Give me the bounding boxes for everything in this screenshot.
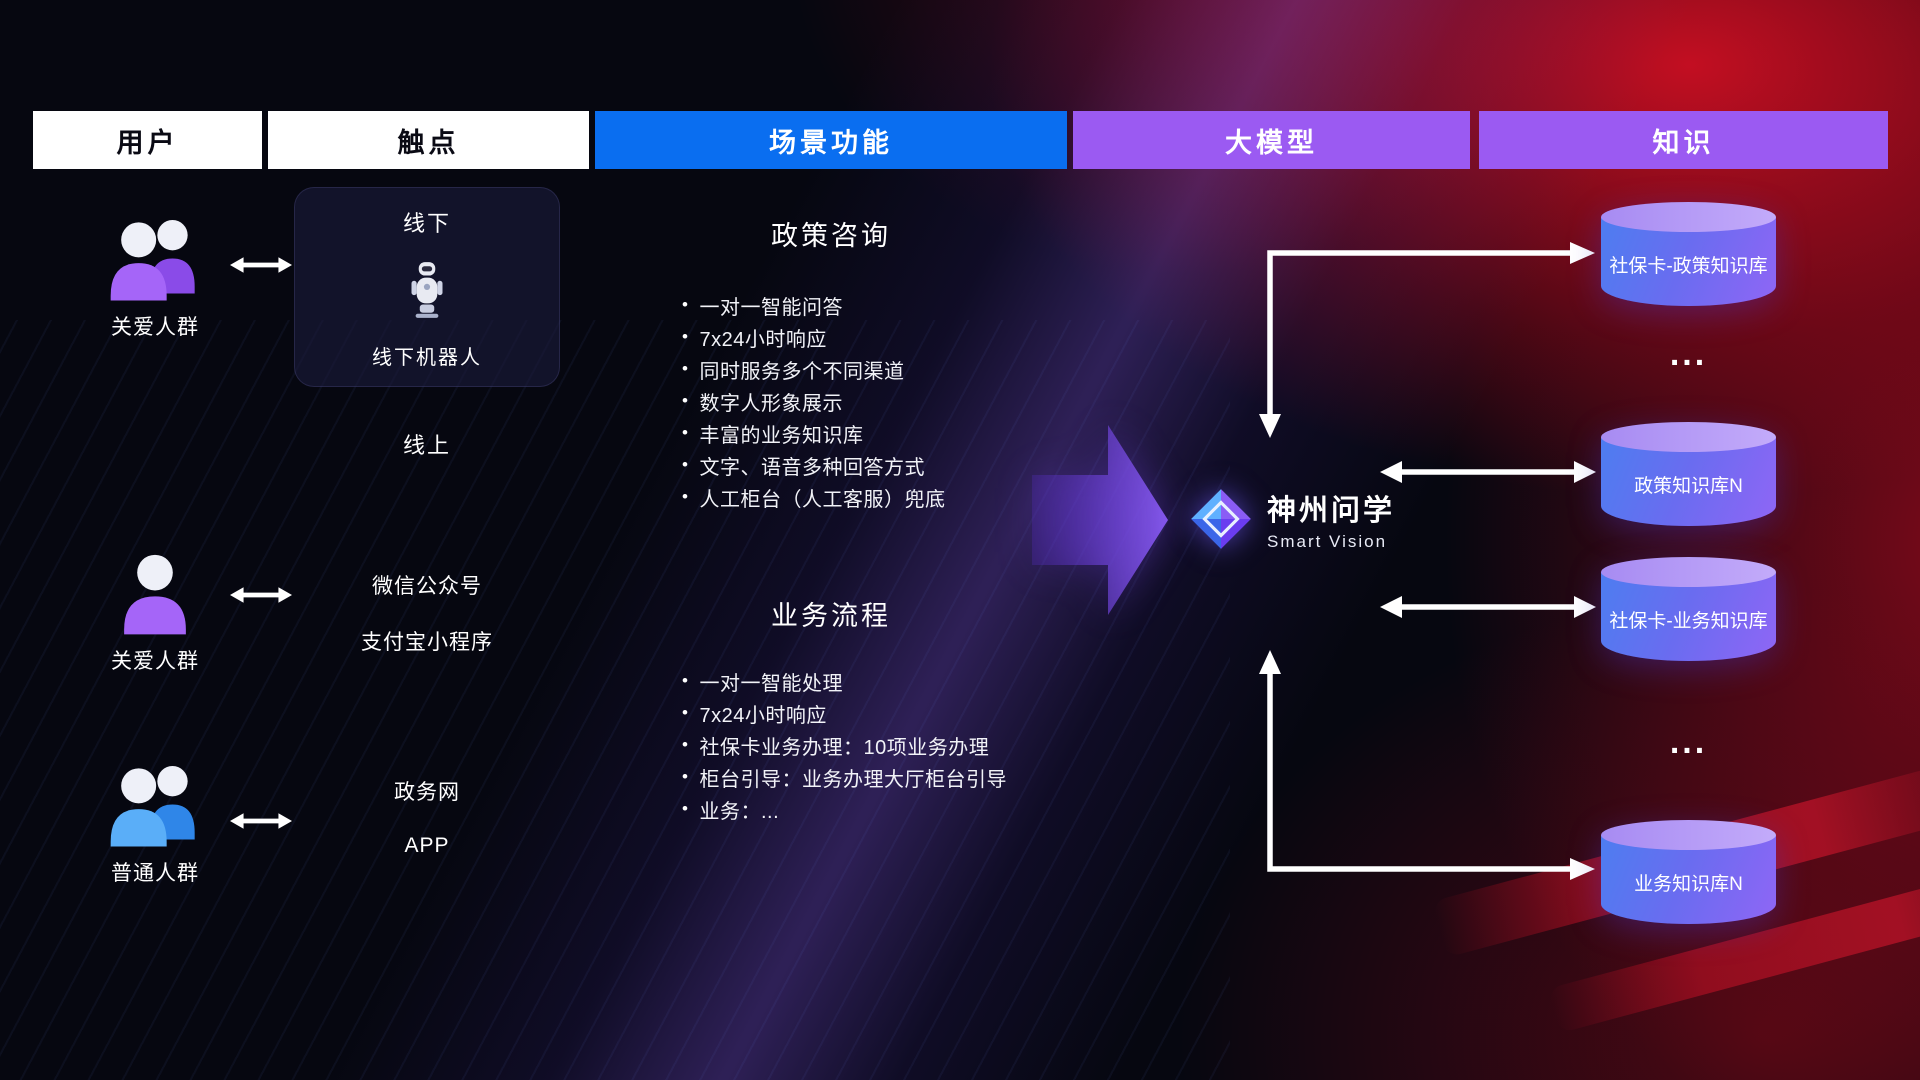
knowledge-db-business-sscard: 社保卡-业务知识库 bbox=[1601, 557, 1776, 661]
user-touchpoint-arrow-2 bbox=[230, 587, 292, 603]
knowledge-db-policy-sscard: 社保卡-政策知识库 bbox=[1601, 202, 1776, 306]
feature-item: 数字人形象展示 bbox=[682, 385, 1122, 417]
user-touchpoint-arrow-3 bbox=[230, 813, 292, 829]
feature-text: 一对一智能处理 bbox=[699, 672, 843, 695]
column-header-knowledge: 知识 bbox=[1479, 111, 1888, 169]
channel-app: APP bbox=[404, 834, 450, 857]
model-subtitle: Smart Vision bbox=[1267, 531, 1388, 551]
column-header-model-label: 大模型 bbox=[1225, 127, 1318, 158]
feature-item: 一对一智能处理 bbox=[682, 665, 1122, 697]
user-group-care-2: 关爱人群 bbox=[70, 551, 240, 675]
db-cylinder-top bbox=[1601, 820, 1776, 850]
feature-item: 一对一智能问答 bbox=[682, 289, 1122, 321]
policy-feature-list: 一对一智能问答 7x24小时响应 同时服务多个不同渠道 数字人形象展示 丰富的业… bbox=[682, 289, 1122, 513]
column-header-touchpoints: 触点 bbox=[268, 111, 589, 169]
feature-text: 业务：... bbox=[699, 800, 780, 823]
users-group-blue-icon bbox=[110, 766, 195, 847]
column-header-touchpoints-label: 触点 bbox=[397, 127, 460, 158]
feature-item: 7x24小时响应 bbox=[682, 321, 1122, 353]
knowledge-ellipsis-1: ... bbox=[1669, 335, 1708, 373]
model-name: 神州问学 bbox=[1267, 494, 1396, 527]
db-cylinder-top bbox=[1601, 557, 1776, 587]
feature-text: 柜台引导：业务办理大厅柜台引导 bbox=[699, 768, 1007, 791]
db-cylinder-body: 业务知识库N bbox=[1601, 835, 1776, 924]
feature-item: 社保卡业务办理：10项业务办理 bbox=[682, 729, 1122, 761]
channel-gov-web: 政务网 bbox=[394, 781, 460, 804]
column-header-knowledge-label: 知识 bbox=[1652, 127, 1715, 158]
user-label: 普通人群 bbox=[111, 862, 199, 885]
feature-text: 7x24小时响应 bbox=[699, 328, 827, 351]
column-header-users-label: 用户 bbox=[116, 127, 179, 158]
feature-text: 社保卡业务办理：10项业务办理 bbox=[699, 736, 990, 759]
users-group-purple-icon bbox=[110, 220, 195, 301]
column-header-scenarios-label: 场景功能 bbox=[769, 127, 893, 158]
feature-text: 人工柜台（人工客服）兜底 bbox=[699, 488, 946, 511]
feature-item: 7x24小时响应 bbox=[682, 697, 1122, 729]
feature-text: 一对一智能问答 bbox=[699, 296, 843, 319]
column-header-scenarios: 场景功能 bbox=[595, 111, 1067, 169]
online-title: 线上 bbox=[402, 433, 451, 458]
scenario-title-policy: 政策咨询 bbox=[771, 221, 891, 251]
business-feature-list: 一对一智能处理 7x24小时响应 社保卡业务办理：10项业务办理 柜台引导：业务… bbox=[682, 665, 1122, 825]
db-label: 社保卡-业务知识库 bbox=[1609, 611, 1768, 633]
knowledge-db-business-n: 业务知识库N bbox=[1601, 820, 1776, 924]
db-cylinder-top bbox=[1601, 202, 1776, 232]
feature-item: 丰富的业务知识库 bbox=[682, 417, 1122, 449]
column-header-users: 用户 bbox=[33, 111, 262, 169]
column-header-model: 大模型 bbox=[1073, 111, 1470, 169]
db-label: 政策知识库N bbox=[1634, 476, 1743, 498]
robot-icon bbox=[411, 261, 443, 318]
feature-text: 数字人形象展示 bbox=[699, 392, 843, 415]
user-single-purple-icon bbox=[124, 554, 186, 635]
offline-touchpoint-card: 线下 线下机器人 bbox=[294, 187, 560, 387]
channel-wechat: 微信公众号 bbox=[372, 575, 482, 598]
feature-text: 7x24小时响应 bbox=[699, 704, 827, 727]
feature-item: 人工柜台（人工客服）兜底 bbox=[682, 481, 1122, 513]
db-label: 社保卡-政策知识库 bbox=[1609, 256, 1768, 278]
offline-title: 线下 bbox=[402, 211, 451, 236]
feature-text: 丰富的业务知识库 bbox=[699, 424, 864, 447]
feature-item: 业务：... bbox=[682, 793, 1122, 825]
offline-robot-label: 线下机器人 bbox=[372, 347, 482, 369]
knowledge-db-policy-n: 政策知识库N bbox=[1601, 422, 1776, 526]
feature-item: 同时服务多个不同渠道 bbox=[682, 353, 1122, 385]
feature-item: 柜台引导：业务办理大厅柜台引导 bbox=[682, 761, 1122, 793]
knowledge-ellipsis-2: ... bbox=[1669, 723, 1708, 761]
model-logo-icon bbox=[1191, 489, 1251, 549]
user-touchpoint-arrow-1 bbox=[230, 257, 292, 273]
model-text: 神州问学 Smart Vision bbox=[1267, 487, 1395, 552]
db-label: 业务知识库N bbox=[1634, 874, 1743, 896]
flow-arrow-icon bbox=[1032, 425, 1168, 615]
user-label: 关爱人群 bbox=[111, 316, 199, 339]
user-group-care-1: 关爱人群 bbox=[70, 214, 240, 341]
user-group-general: 普通人群 bbox=[70, 760, 240, 887]
feature-text: 文字、语音多种回答方式 bbox=[699, 456, 925, 479]
model-brand: 神州问学 Smart Vision bbox=[1188, 486, 1395, 552]
channel-alipay: 支付宝小程序 bbox=[361, 631, 493, 654]
db-cylinder-top bbox=[1601, 422, 1776, 452]
scenario-title-business: 业务流程 bbox=[771, 601, 891, 631]
feature-item: 文字、语音多种回答方式 bbox=[682, 449, 1122, 481]
feature-text: 同时服务多个不同渠道 bbox=[699, 360, 905, 383]
user-label: 关爱人群 bbox=[111, 650, 199, 673]
